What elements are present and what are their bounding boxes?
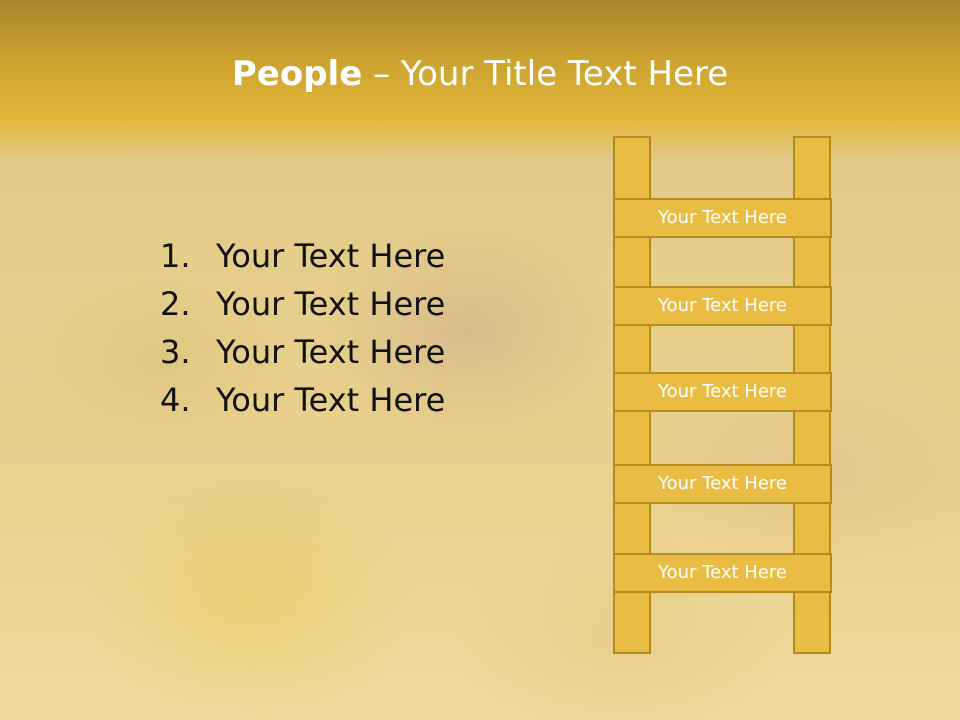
ladder-rung-1[interactable]: Your Text Here xyxy=(613,198,832,238)
slide-title[interactable]: People – Your Title Text Here xyxy=(0,54,960,94)
list-item-text: Your Text Here xyxy=(216,285,446,323)
title-rest-text: – Your Title Text Here xyxy=(362,54,729,94)
list-item: 3. Your Text Here xyxy=(160,328,445,376)
list-item-text: Your Text Here xyxy=(216,333,446,371)
title-bold-text: People xyxy=(231,54,363,94)
list-item: 2. Your Text Here xyxy=(160,280,445,328)
list-item-text: Your Text Here xyxy=(216,381,446,419)
list-item: 1. Your Text Here xyxy=(160,232,445,280)
header-band xyxy=(0,0,960,160)
ladder-rung-5[interactable]: Your Text Here xyxy=(613,553,832,593)
list-item-text: Your Text Here xyxy=(216,237,446,275)
ladder-rung-4[interactable]: Your Text Here xyxy=(613,464,832,504)
list-item-number: 1. xyxy=(160,237,191,275)
list-item-number: 3. xyxy=(160,333,191,371)
ladder-rung-3[interactable]: Your Text Here xyxy=(613,372,832,412)
list-item: 4. Your Text Here xyxy=(160,376,445,424)
numbered-list[interactable]: 1. Your Text Here 2. Your Text Here 3. Y… xyxy=(160,232,445,424)
ladder-rung-2[interactable]: Your Text Here xyxy=(613,286,832,326)
list-item-number: 4. xyxy=(160,381,191,419)
list-item-number: 2. xyxy=(160,285,191,323)
